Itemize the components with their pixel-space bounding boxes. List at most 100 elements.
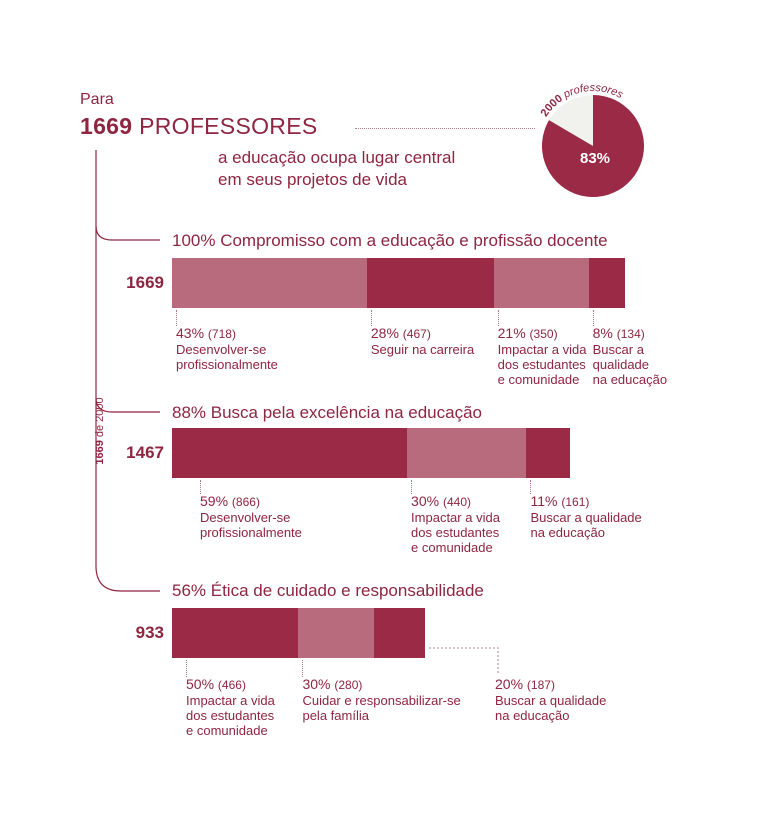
segment-description: Impactar a vida — [497, 342, 587, 357]
segment-percent: 50% — [186, 676, 218, 692]
segment-count: (866) — [231, 495, 260, 509]
group-title-percent: 56% — [172, 581, 211, 600]
stacked-bar — [172, 608, 426, 658]
segment-description: Buscar a — [592, 342, 644, 357]
group-title: 88% Busca pela excelência na educação — [172, 403, 482, 423]
segment-description: profissionalmente — [200, 525, 302, 540]
segment-description: Desenvolver-se — [176, 342, 267, 357]
segment-description: dos estudantes — [497, 357, 586, 372]
segment-leader-line — [302, 660, 304, 677]
bar-segment — [374, 608, 426, 658]
bar-segment — [493, 258, 589, 308]
segment-leader-line — [411, 480, 413, 494]
segment-count: (161) — [561, 495, 590, 509]
bar-segment — [172, 608, 299, 658]
bracket-main-line — [95, 150, 160, 592]
stacked-bar — [172, 428, 571, 478]
bar-segment — [588, 258, 625, 308]
group-title-text: Busca pela excelência na educação — [210, 403, 482, 422]
header-subtitle-line2: em seus projetos de vida — [218, 170, 407, 189]
group-title-percent: 88% — [172, 403, 211, 422]
stacked-bar — [172, 258, 625, 308]
segment-count: (440) — [442, 495, 471, 509]
group-title-percent: 100% — [172, 231, 221, 250]
header-subtitle-line1: a educação ocupa lugar central — [218, 148, 456, 167]
segment-percent: 43% — [176, 325, 208, 341]
header-word: PROFESSORES — [139, 113, 318, 139]
segment-description: Impactar a vida — [186, 693, 275, 708]
segment-percent: 11% — [530, 493, 562, 509]
bar-segment — [172, 258, 367, 308]
segment-description: Cuidar e responsabilizar-se — [302, 693, 461, 708]
segment-count: (466) — [217, 678, 246, 692]
bar-segment — [366, 258, 494, 308]
segment-leader-line — [530, 480, 532, 494]
header-headline: 1669 PROFESSORES — [80, 113, 317, 140]
segment-description: dos estudantes — [186, 708, 275, 723]
header-prefix: Para — [80, 91, 114, 108]
segment-leader-line — [186, 660, 187, 677]
group-total-label: 1467 — [126, 443, 164, 462]
header-leader-line — [355, 128, 535, 129]
group-title-text: Compromisso com a educação e profissão d… — [220, 231, 608, 250]
segment-description: Seguir na carreira — [370, 342, 475, 357]
segment-description: Desenvolver-se — [200, 510, 291, 525]
segment-count: (467) — [402, 327, 431, 341]
pie-percent-label: 83% — [580, 150, 610, 167]
segment-description: pela família — [302, 708, 369, 723]
segment-description: Buscar a qualidade — [530, 510, 642, 525]
group-title-text: Ética de cuidado e responsabilidade — [210, 581, 484, 600]
group-title: 56% Ética de cuidado e responsabilidade — [172, 581, 484, 601]
segment-count: (350) — [529, 327, 558, 341]
bar-segment — [172, 428, 408, 478]
segment-description: e comunidade — [497, 372, 580, 387]
segment-percent: 30% — [302, 676, 335, 692]
segment-description: na educação — [495, 708, 570, 723]
segment-description: na educação — [592, 372, 668, 387]
segment-leader-line — [592, 310, 594, 326]
segment-count: (187) — [526, 678, 555, 692]
segment-count: (280) — [334, 678, 363, 692]
segment-count: (718) — [207, 327, 236, 341]
bar-segment — [526, 428, 571, 478]
segment-description: profissionalmente — [176, 357, 278, 372]
segment-percent: 8% — [592, 325, 617, 341]
segment-description: e comunidade — [411, 540, 493, 555]
bracket-branch-line — [95, 397, 160, 413]
bar-segment — [298, 608, 375, 658]
segment-description: e comunidade — [186, 723, 268, 738]
group-total-label: 1669 — [126, 273, 164, 292]
segment-percent: 28% — [370, 325, 403, 341]
side-label-rest: de 2000 — [94, 397, 106, 438]
segment-percent: 59% — [200, 493, 232, 509]
segment-description: qualidade — [592, 357, 650, 372]
segment-leader-line — [200, 480, 201, 494]
header-subtitle: a educação ocupa lugar central em seus p… — [218, 147, 455, 191]
segment-leader-line — [429, 647, 499, 675]
segment-description: Buscar a qualidade — [495, 693, 607, 708]
segment-percent: 21% — [497, 325, 530, 341]
pie-main-slice — [542, 95, 645, 197]
segment-leader-line — [370, 310, 372, 326]
segment-count: (134) — [616, 327, 645, 341]
header-count: 1669 — [80, 113, 133, 139]
segment-description: dos estudantes — [411, 525, 500, 540]
bracket-branch-line — [95, 225, 160, 241]
group-total-label: 933 — [135, 623, 164, 642]
segment-percent: 20% — [495, 676, 527, 692]
bar-segment — [407, 428, 527, 478]
segment-percent: 30% — [411, 493, 443, 509]
side-label: 1669 de 2000 — [94, 371, 106, 491]
segment-leader-line — [176, 310, 177, 326]
group-title: 100% Compromisso com a educação e profis… — [172, 231, 608, 251]
segment-description: Impactar a vida — [411, 510, 500, 525]
